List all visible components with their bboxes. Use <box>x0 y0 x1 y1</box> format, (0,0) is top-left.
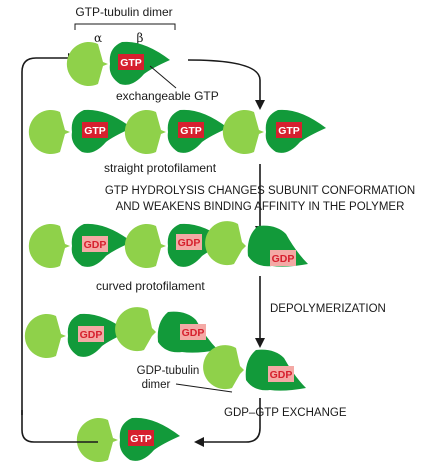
svg-text:GDP: GDP <box>80 329 103 341</box>
svg-text:GTP: GTP <box>120 57 142 69</box>
hydrolysis-text-2: AND WEAKENS BINDING AFFINITY IN THE POLY… <box>116 201 405 213</box>
svg-text:GDP: GDP <box>270 369 293 381</box>
polymerize-arrow <box>187 59 261 102</box>
exchangeable-label: exchangeable GTP <box>116 89 219 103</box>
gtp-tag <box>118 54 144 70</box>
straight-label: straight protofilament <box>104 161 217 175</box>
curved-label: curved protofilament <box>96 279 205 293</box>
depolymerization-label: DEPOLYMERIZATION <box>270 303 386 315</box>
recycled-gtp-dimer: GTP <box>76 417 180 462</box>
depolymerization-arrowhead <box>255 338 265 348</box>
svg-text:GDP: GDP <box>182 327 205 339</box>
gdp-tubulin-dimer: GDP <box>203 345 306 391</box>
curved-protofilament: GDP GDP GDP <box>28 221 308 268</box>
dimer-bracket <box>74 23 176 30</box>
cycle-arrow-return <box>21 57 70 415</box>
cycle-arrow-bottom <box>21 410 98 443</box>
svg-text:GTP: GTP <box>84 125 106 137</box>
polymerize-arrowhead <box>255 100 265 110</box>
hydrolysis-text-1: GTP HYDROLYSIS CHANGES SUBUNIT CONFORMAT… <box>105 185 415 197</box>
exchange-arrowhead <box>194 437 204 447</box>
alpha-label: α <box>94 31 102 45</box>
gdp-dimer-pointer <box>175 383 233 393</box>
straight-protofilament: GTP GTP GTP <box>28 109 326 154</box>
gdp-dimer-label-1: GDP-tubulin <box>137 365 200 377</box>
svg-text:GTP: GTP <box>130 433 152 445</box>
gdp-dimer-label-2: dimer <box>142 379 171 391</box>
depolymerizing-fragment: GDP GDP <box>24 307 218 358</box>
exchange-label: GDP–GTP EXCHANGE <box>224 407 347 419</box>
dimer-title: GTP-tubulin dimer <box>75 5 172 19</box>
beta-label: β <box>137 31 144 45</box>
svg-text:GTP: GTP <box>180 125 202 137</box>
svg-text:GDP: GDP <box>178 237 201 249</box>
gtp-tubulin-dimer: GTP <box>66 41 170 87</box>
svg-text:GDP: GDP <box>272 253 295 265</box>
svg-text:GTP: GTP <box>278 125 300 137</box>
exchangeable-pointer <box>149 65 177 89</box>
exchange-arrow <box>202 398 261 443</box>
svg-text:GDP: GDP <box>84 239 107 251</box>
